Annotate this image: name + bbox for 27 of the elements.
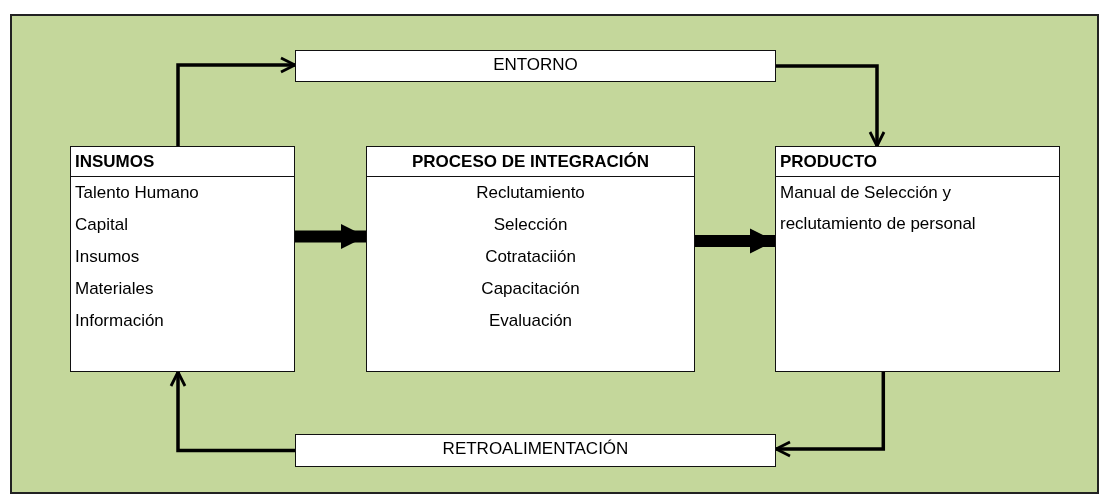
list-item: Materiales <box>74 278 155 300</box>
list-item: Capacitación <box>480 278 581 300</box>
process-box <box>366 146 695 372</box>
process-box <box>70 146 295 372</box>
list-item: Insumos <box>74 246 141 268</box>
arrow <box>776 64 886 148</box>
label-box <box>295 434 776 467</box>
box-heading: PROCESO DE INTEGRACIÓN <box>367 147 694 177</box>
thick-arrow <box>695 228 775 254</box>
arrow <box>176 56 297 146</box>
box-heading: PRODUCTO <box>776 147 1059 177</box>
list-item: Evaluación <box>487 310 574 332</box>
box-heading: INSUMOS <box>71 147 294 177</box>
arrow <box>774 372 886 458</box>
list-item: Selección <box>492 214 569 236</box>
box-label: RETROALIMENTACIÓN <box>441 438 630 460</box>
list-item: Manual de Selección y reclutamiento de personal <box>779 182 977 235</box>
list-item: Talento Humano <box>74 182 200 204</box>
thick-arrow <box>295 223 366 249</box>
box-label: ENTORNO <box>492 54 579 76</box>
list-item: Información <box>74 310 165 332</box>
list-item: Reclutamiento <box>475 182 586 204</box>
process-box <box>775 146 1060 372</box>
arrow <box>169 370 295 453</box>
list-item: Cotrataciión <box>484 246 577 268</box>
label-box <box>295 50 776 82</box>
list-item: Capital <box>74 214 129 236</box>
